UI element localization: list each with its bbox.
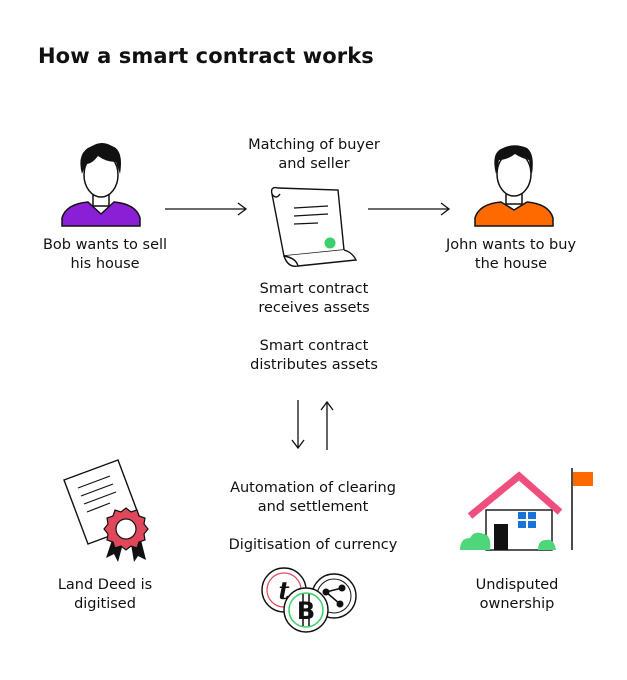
contract-status-dot (324, 237, 336, 249)
arrow-down-icon (291, 400, 305, 450)
bob-shirt (61, 201, 141, 227)
john-person-icon (474, 145, 554, 227)
arrow-right-icon (368, 202, 451, 216)
contract-scroll-icon (270, 186, 358, 267)
john-shirt (474, 201, 554, 227)
currency-label: Digitisation of currency (228, 537, 398, 553)
crypto-coins-icon: t B (261, 567, 357, 633)
arrow-right-icon (165, 202, 248, 216)
roof (467, 471, 563, 519)
page-title: How a smart contract works (38, 44, 374, 68)
flag (573, 472, 593, 486)
arrow-up-icon (320, 400, 334, 450)
land-deed-icon (63, 459, 149, 562)
house-icon (460, 468, 593, 551)
bush-left (460, 532, 491, 550)
bush-right (538, 539, 556, 550)
svg-text:t: t (278, 576, 289, 605)
svg-text:B: B (297, 597, 315, 625)
bob-person-icon (61, 143, 141, 227)
